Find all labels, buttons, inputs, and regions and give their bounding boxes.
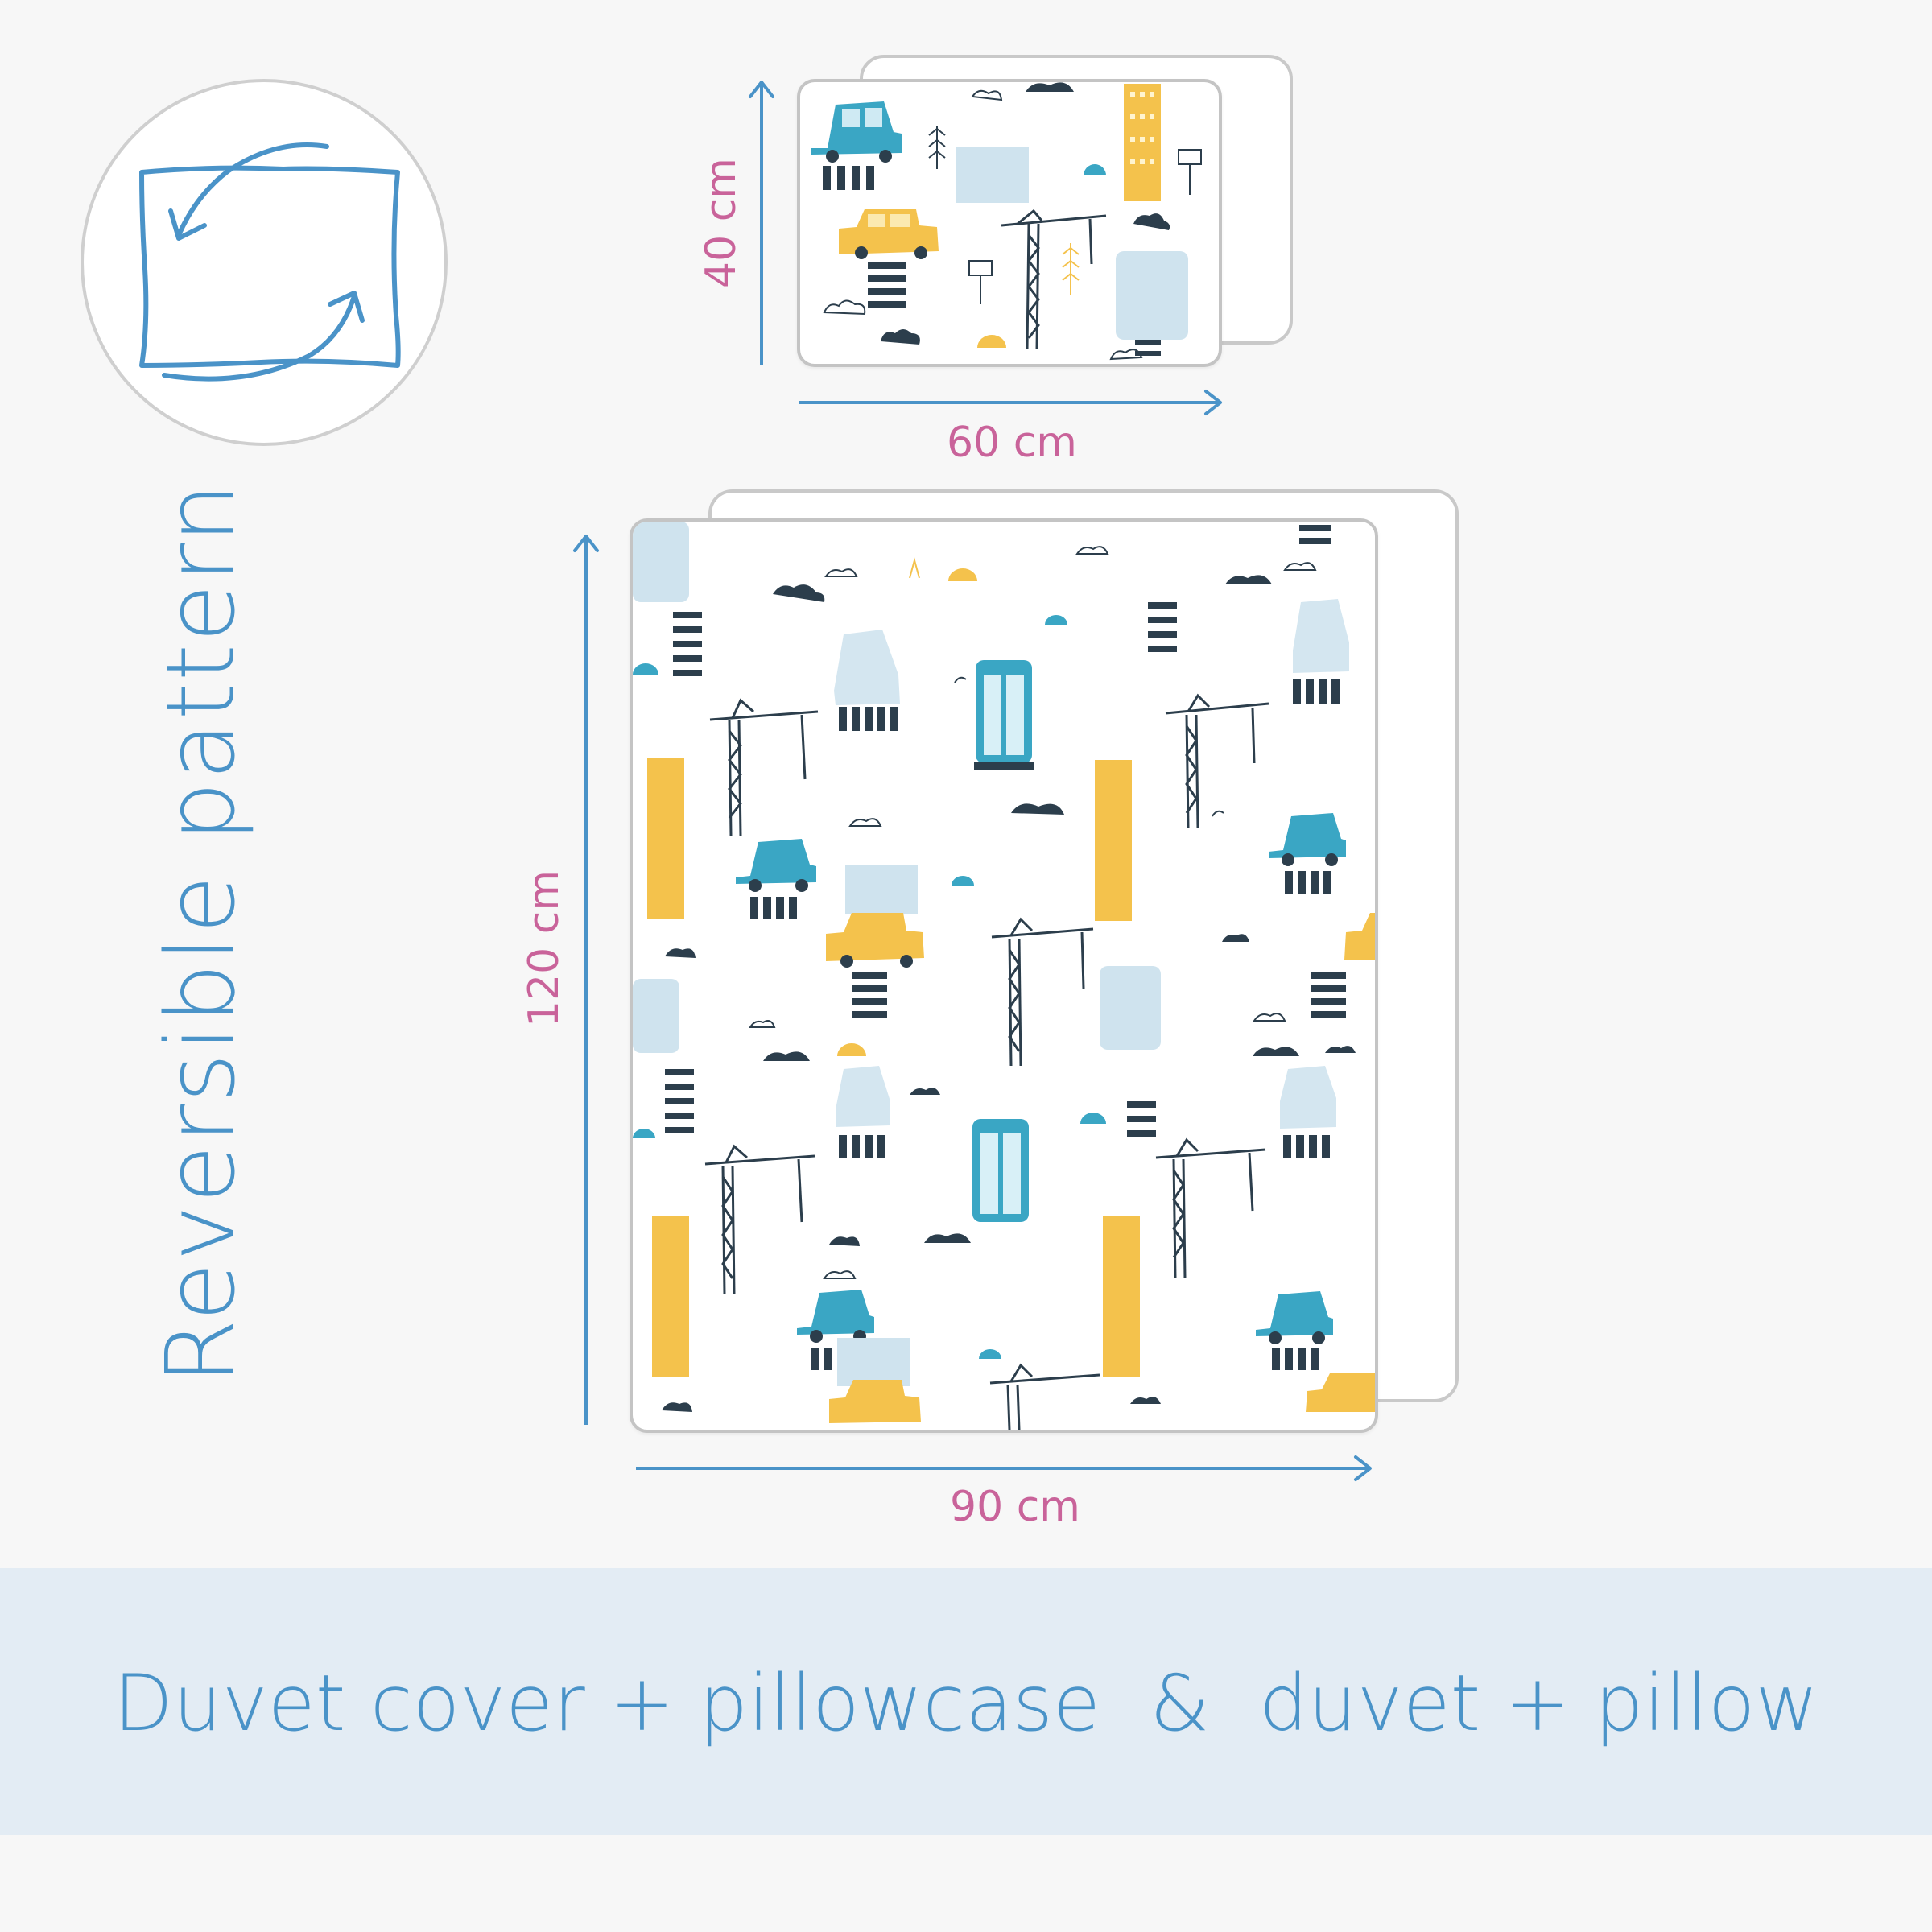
pillow-width-arrow — [799, 390, 1222, 415]
pillow-height-label: 40 cm — [697, 158, 745, 288]
reversible-pattern-title: Reversible pattern — [145, 481, 256, 1385]
set-contents-caption: Duvet cover + pillowcase & duvet + pillo… — [114, 1658, 1818, 1748]
reversible-pillow-icon — [139, 142, 401, 382]
duvet-height-label: 120 cm — [520, 869, 568, 1027]
pattern-row-c — [633, 913, 1375, 1067]
pillow-height-arrow — [749, 80, 774, 365]
pattern-row-d — [633, 1066, 1336, 1295]
duvet-cover-pattern — [630, 518, 1378, 1433]
duvet-width-label: 90 cm — [950, 1483, 1080, 1531]
reversible-badge — [80, 79, 448, 446]
duvet-city-pattern-illustration — [633, 522, 1375, 1430]
duvet-height-arrow — [573, 535, 599, 1425]
teal-car-icon — [811, 101, 902, 163]
pillow-width-label: 60 cm — [947, 419, 1077, 467]
yellow-car-icon — [839, 209, 939, 259]
duvet-width-arrow — [636, 1455, 1372, 1481]
pillowcase-pattern — [797, 79, 1222, 367]
pattern-row-a — [633, 522, 1349, 836]
pattern-row-e — [652, 1216, 1375, 1430]
city-pattern-illustration — [811, 82, 1202, 361]
crane-icon — [1001, 208, 1107, 350]
pattern-row-b — [647, 758, 1346, 921]
footer-band — [0, 1568, 1932, 1835]
